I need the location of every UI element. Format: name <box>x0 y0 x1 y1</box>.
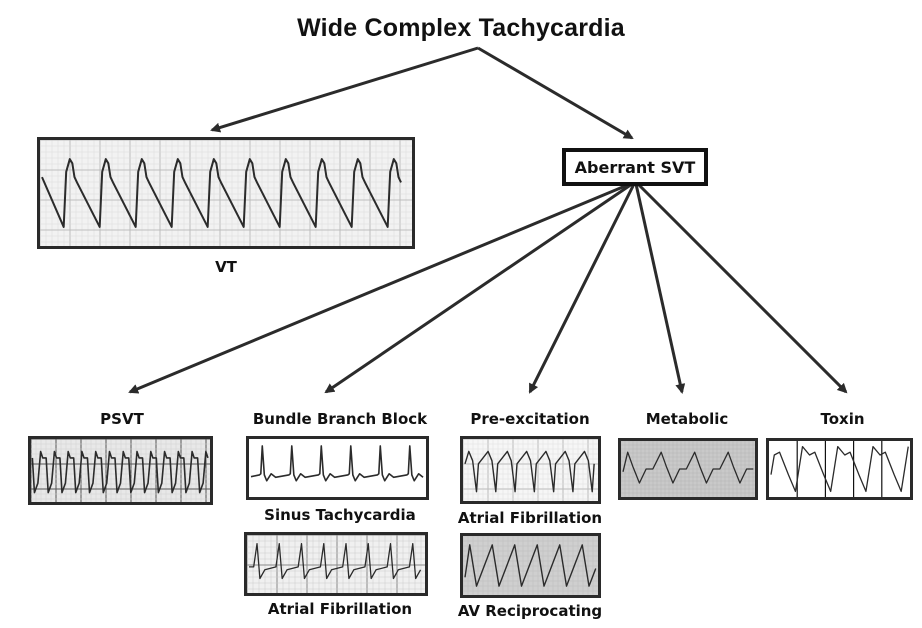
metabolic-label: Metabolic <box>645 410 729 428</box>
bbb-label: Bundle Branch Block <box>252 410 428 428</box>
diagram-title: Wide Complex Tachycardia <box>297 14 625 42</box>
sinus-tachycardia-label: Sinus Tachycardia <box>264 506 416 524</box>
ecg-trace <box>464 450 595 493</box>
atrial-fibrillation-label-1: Atrial Fibrillation <box>267 600 413 618</box>
av-reciprocating-ecg-strip <box>460 533 601 598</box>
arrow-to-aberrant-svt <box>477 46 634 140</box>
sinus-tachy-ecg-strip <box>244 532 428 596</box>
preexcitation-ecg-strip <box>460 436 601 504</box>
atrial-fibrillation-label-2: Atrial Fibrillation <box>457 509 603 527</box>
metabolic-ecg-strip <box>618 438 758 500</box>
ecg-trace <box>770 445 909 493</box>
bbb-ecg-strip <box>246 436 429 500</box>
ecg-trace <box>249 543 422 580</box>
vt-label: VT <box>215 258 237 276</box>
arrow-to-vt <box>210 46 479 133</box>
psvt-label: PSVT <box>100 410 144 428</box>
ecg-trace <box>250 445 424 482</box>
ecg-trace <box>464 544 597 587</box>
preexcitation-label: Pre-excitation <box>470 410 590 428</box>
vt-ecg-strip <box>37 137 415 249</box>
ecg-trace <box>622 451 754 484</box>
arrow-to-preexcitation <box>528 183 636 394</box>
ecg-trace <box>31 450 209 494</box>
psvt-ecg-strip <box>28 436 213 505</box>
arrow-to-psvt <box>128 182 631 394</box>
ecg-trace <box>41 158 402 228</box>
arrow-to-metabolic <box>634 183 686 394</box>
aberrant-svt-box: Aberrant SVT <box>562 148 708 186</box>
toxin-label: Toxin <box>820 410 865 428</box>
toxin-ecg-strip <box>766 438 913 500</box>
av-reciprocating-label: AV Reciprocating <box>457 602 603 620</box>
arrow-to-bbb <box>324 182 633 394</box>
arrow-to-toxin <box>636 182 848 394</box>
